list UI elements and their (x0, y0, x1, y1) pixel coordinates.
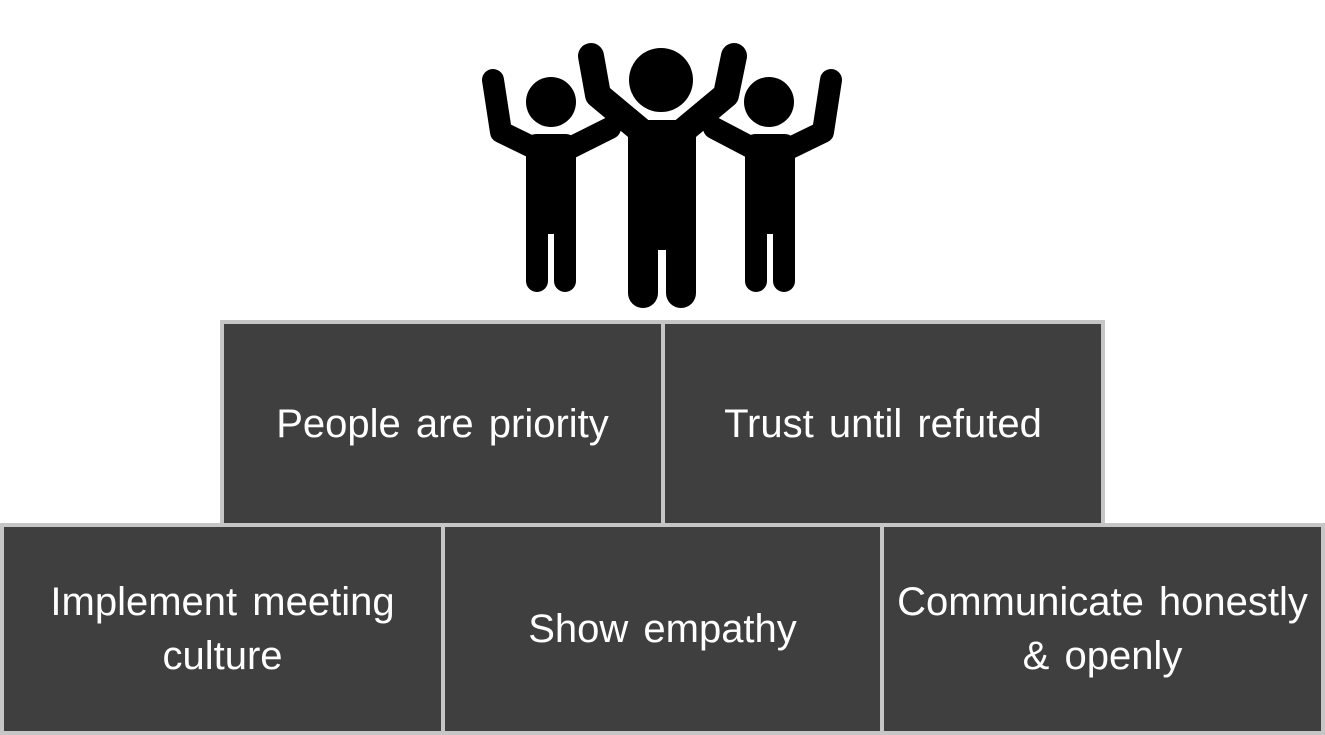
block-people-are-priority: People are priority (220, 320, 665, 527)
block-trust-until-refuted: Trust until refuted (661, 320, 1105, 527)
block-label: Trust until refuted (724, 401, 1042, 446)
block-implement-meeting-culture: Implement meeting culture (0, 523, 445, 735)
block-label: Communicate honestly & openly (897, 580, 1308, 678)
block-show-empathy: Show empathy (441, 523, 884, 735)
right-person-figure (703, 69, 842, 292)
people-cheering-icon (482, 43, 842, 308)
block-label: Show empathy (528, 607, 797, 651)
block-label: Implement meeting culture (50, 580, 395, 678)
left-person-figure (482, 69, 621, 292)
center-person-figure (578, 43, 747, 308)
block-label: People are priority (276, 401, 609, 446)
block-communicate-honestly-openly: Communicate honestly & openly (880, 523, 1325, 735)
